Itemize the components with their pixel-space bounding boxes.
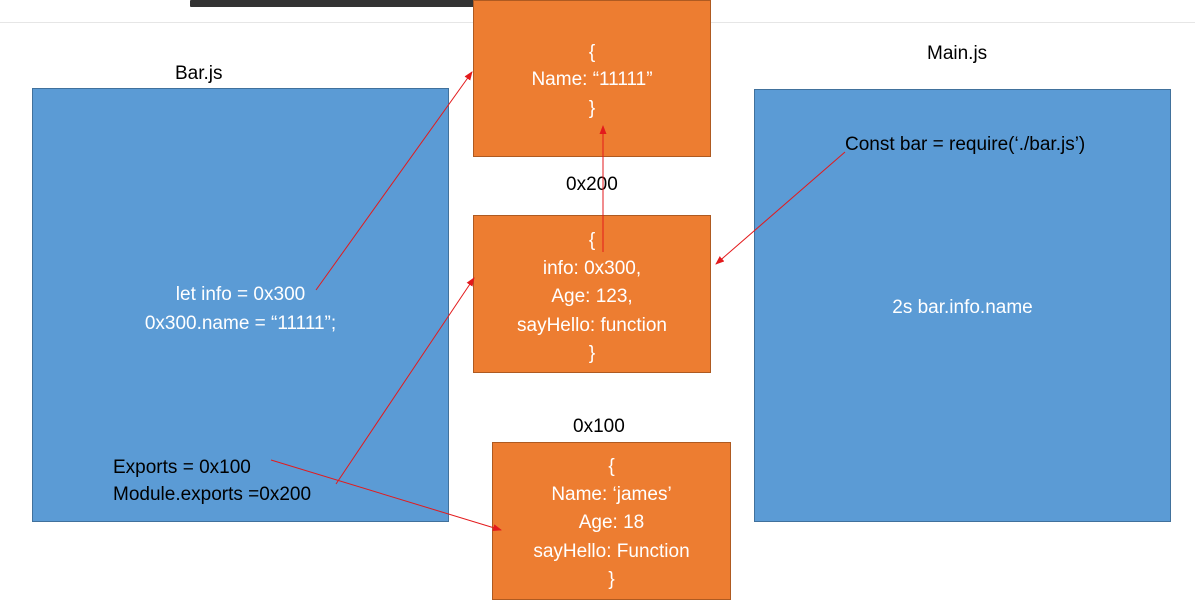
bar-info-name-assignment: 0x300.name = “11111”; [144, 313, 337, 334]
main-require-statement: Const bar = require(‘./bar.js’) [845, 134, 1086, 155]
bar-module-exports-assignment: Module.exports =0x200 [113, 484, 312, 505]
bar-js-label: Bar.js [175, 63, 223, 84]
object-0x200-age: Age: 123, [551, 286, 633, 307]
object-0x200-info: info: 0x300, [542, 258, 642, 279]
object-0x300-name: Name: “11111” [531, 69, 653, 90]
object-0x300-box [473, 0, 711, 157]
address-0x100-label: 0x100 [573, 416, 625, 437]
object-0x100-box [492, 442, 731, 600]
object-0x100-sayhello: sayHello: Function [533, 541, 690, 562]
bar-exports-assignment: Exports = 0x100 [113, 457, 251, 478]
object-0x100-name: Name: ‘james’ [551, 484, 672, 505]
object-0x100-open-brace: { [608, 456, 615, 477]
object-0x200-sayhello: sayHello: function [517, 315, 667, 336]
bar-info-declaration: let info = 0x300 [175, 284, 306, 305]
address-0x200-label: 0x200 [566, 174, 618, 195]
main-access-expression: 2s bar.info.name [892, 297, 1033, 318]
object-0x200-open-brace: { [588, 230, 596, 251]
cropped-title-text [190, 0, 558, 7]
object-0x100-age: Age: 18 [578, 512, 645, 533]
object-0x100-close-brace: } [608, 569, 615, 590]
main-js-label: Main.js [927, 43, 988, 64]
object-0x300-open-brace: { [588, 42, 596, 63]
object-0x200-close-brace: } [588, 343, 596, 364]
object-0x200-box [473, 215, 711, 373]
object-0x300-close-brace: } [588, 98, 596, 119]
